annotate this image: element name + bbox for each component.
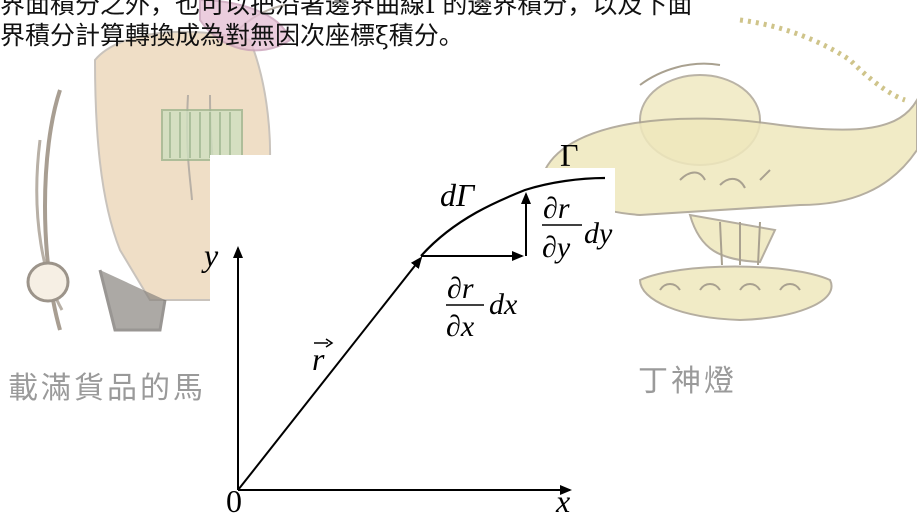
label-origin: 0	[226, 483, 242, 514]
dy-denominator: ∂y	[542, 231, 571, 264]
label-gamma: Γ	[560, 137, 579, 173]
vector-r-arrow-tip	[325, 338, 334, 348]
dx-denominator: ∂x	[446, 310, 475, 343]
dx-numerator: ∂r	[447, 272, 474, 305]
sketch-caption-right: 丁神燈	[638, 364, 737, 399]
label-y-axis: y	[201, 237, 219, 273]
label-dgamma: dΓ	[440, 177, 476, 213]
dy-suffix: dy	[584, 217, 613, 250]
lamp-sketch	[543, 17, 917, 322]
green-cloth-sketch	[161, 109, 243, 161]
sketch-caption-left: 載滿貨品的馬	[8, 371, 206, 406]
dx-suffix: dx	[489, 288, 518, 321]
header-line-2: 界積分計算轉換成為對無因次座標ξ積分。	[0, 21, 464, 50]
position-vector-r	[237, 256, 423, 491]
header-line-1: 界面積分之外，也可以把沿著邊界曲線Γ的邊界積分，以及下面	[0, 0, 693, 19]
pink-flower-sketch	[199, 0, 292, 52]
boundary-curve	[420, 176, 606, 257]
label-r: r	[312, 341, 325, 377]
dy-numerator: ∂r	[543, 192, 570, 225]
label-x-axis: x	[555, 483, 570, 514]
diagram-panel	[210, 125, 615, 514]
